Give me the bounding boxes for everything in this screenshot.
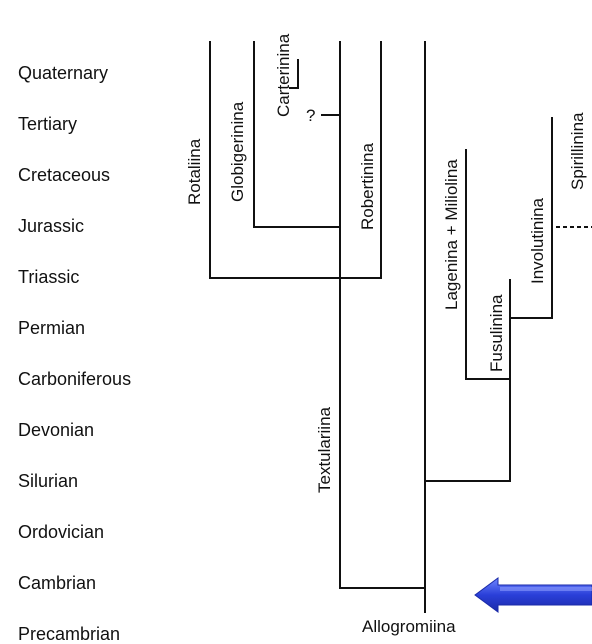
label-textulariina: Textulariina [315,406,334,493]
period-silurian: Silurian [18,471,79,491]
period-quaternary: Quaternary [18,63,109,83]
uncertain-marker: ? [306,106,315,125]
period-cretaceous: Cretaceous [18,165,111,185]
period-devonian: Devonian [18,420,95,440]
label-robertinina: Robertinina [358,143,377,230]
period-jurassic: Jurassic [18,216,85,236]
period-precambrian: Precambrian [18,624,121,644]
label-involutinina: Involutinina [528,197,547,284]
tree-lines [209,41,553,613]
blue-arrow-icon [474,577,592,613]
label-fusulinina: Fusulinina [487,294,506,372]
label-spirillinina: Spirillinina [568,112,587,190]
label-allogromiina: Allogromiina [362,617,456,636]
period-tertiary: Tertiary [18,114,78,134]
period-triassic: Triassic [18,267,80,287]
period-permian: Permian [18,318,86,338]
label-carterinina: Carterinina [274,33,293,117]
period-cambrian: Cambrian [18,573,97,593]
period-carboniferous: Carboniferous [18,369,132,389]
label-lagenina-miliolina: Lagenina + Miliolina [442,159,461,310]
label-globigerinina: Globigerinina [228,101,247,202]
period-ordovician: Ordovician [18,522,105,542]
label-rotaliina: Rotaliina [185,138,204,205]
